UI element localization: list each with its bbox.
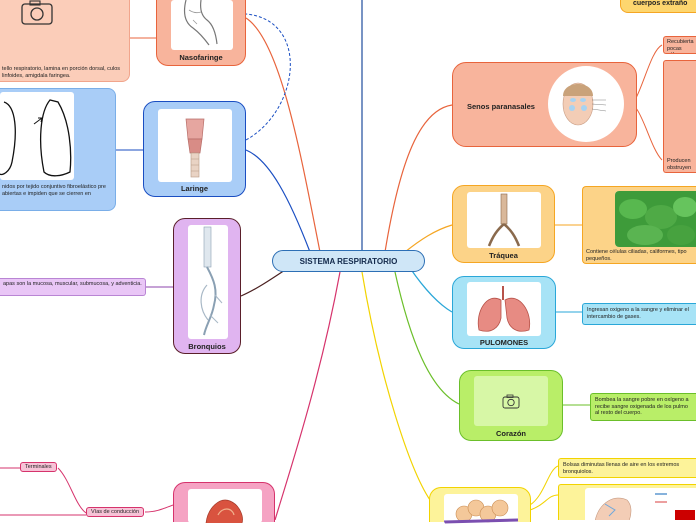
bottom-yellow-node[interactable]: [429, 487, 531, 524]
note-traquea-text: Contiene células ciliadas, califormes, t…: [586, 249, 687, 262]
pulmones-node[interactable]: PULOMONES: [452, 276, 556, 349]
corazon-image: [474, 376, 548, 426]
corazon-node[interactable]: Corazón: [459, 370, 563, 441]
note-top-right-text: cuerpos extraño: [633, 0, 688, 7]
laringe-image: [158, 109, 232, 182]
camera-icon: [21, 0, 53, 25]
senos-node[interactable]: Senos paranasales: [452, 62, 637, 147]
nasofaringe-title: Nasofaringe: [179, 53, 223, 62]
note-top-right: cuerpos extraño: [620, 0, 696, 13]
corazon-title: Corazón: [496, 429, 526, 438]
bronquios-image: [188, 225, 228, 339]
cilia-image: [615, 191, 696, 247]
traquea-image: [467, 192, 541, 248]
camera-icon: [502, 394, 520, 409]
traquea-title: Tráquea: [489, 251, 518, 260]
senos-title: Senos paranasales: [467, 102, 535, 111]
note-alveolos: Bolsas diminutas llenas de aire en los e…: [558, 458, 696, 478]
pill-terminales[interactable]: Terminales: [20, 462, 57, 472]
note-pulmones: Ingresan oxigeno a la sangre y eliminar …: [582, 303, 696, 325]
central-node[interactable]: SISTEMA RESPIRATORIO: [272, 250, 425, 272]
note-senos-bottom: Producen obstruyen: [663, 60, 696, 173]
central-title: SISTEMA RESPIRATORIO: [299, 257, 398, 266]
lower-pink-image: [188, 489, 262, 523]
lower-pink-node[interactable]: [173, 482, 275, 523]
laringe-node[interactable]: Laringe: [143, 101, 246, 197]
pulmones-image: [467, 282, 541, 336]
note-traquea: Contiene células ciliadas, califormes, t…: [582, 186, 696, 264]
bronquios-title: Bronquios: [188, 342, 226, 351]
traquea-node[interactable]: Tráquea: [452, 185, 555, 263]
note-laringe: nidos por tejido conjuntivo fibroelástic…: [0, 88, 116, 211]
bottom-yellow-image: [444, 494, 518, 524]
note-corazon: Bombea la sangre pobre en oxígeno a reci…: [590, 393, 696, 421]
note-bronquios: apas son la mucosa, muscular, submucosa,…: [0, 278, 146, 296]
laringe-title: Laringe: [180, 184, 209, 193]
pulmones-title: PULOMONES: [479, 338, 529, 347]
lungs-line-image: [0, 92, 74, 180]
bronquios-node[interactable]: Bronquios: [173, 218, 241, 354]
nasofaringe-node[interactable]: Nasofaringe: [156, 0, 246, 66]
note-nasofaringe-camera: [20, 0, 56, 28]
pill-vias[interactable]: Vías de conducción: [86, 507, 145, 517]
note-alveolos-image: [558, 484, 696, 520]
senos-image: [548, 66, 624, 142]
respiration-image: [585, 488, 696, 520]
note-laringe-text: nidos por tejido conjuntivo fibroelástic…: [2, 184, 106, 197]
nasofaringe-image: [171, 0, 233, 50]
note-senos-top: Recubierta pocas célu: [663, 36, 696, 54]
note-senos-bottom-text: Producen obstruyen: [667, 158, 692, 171]
